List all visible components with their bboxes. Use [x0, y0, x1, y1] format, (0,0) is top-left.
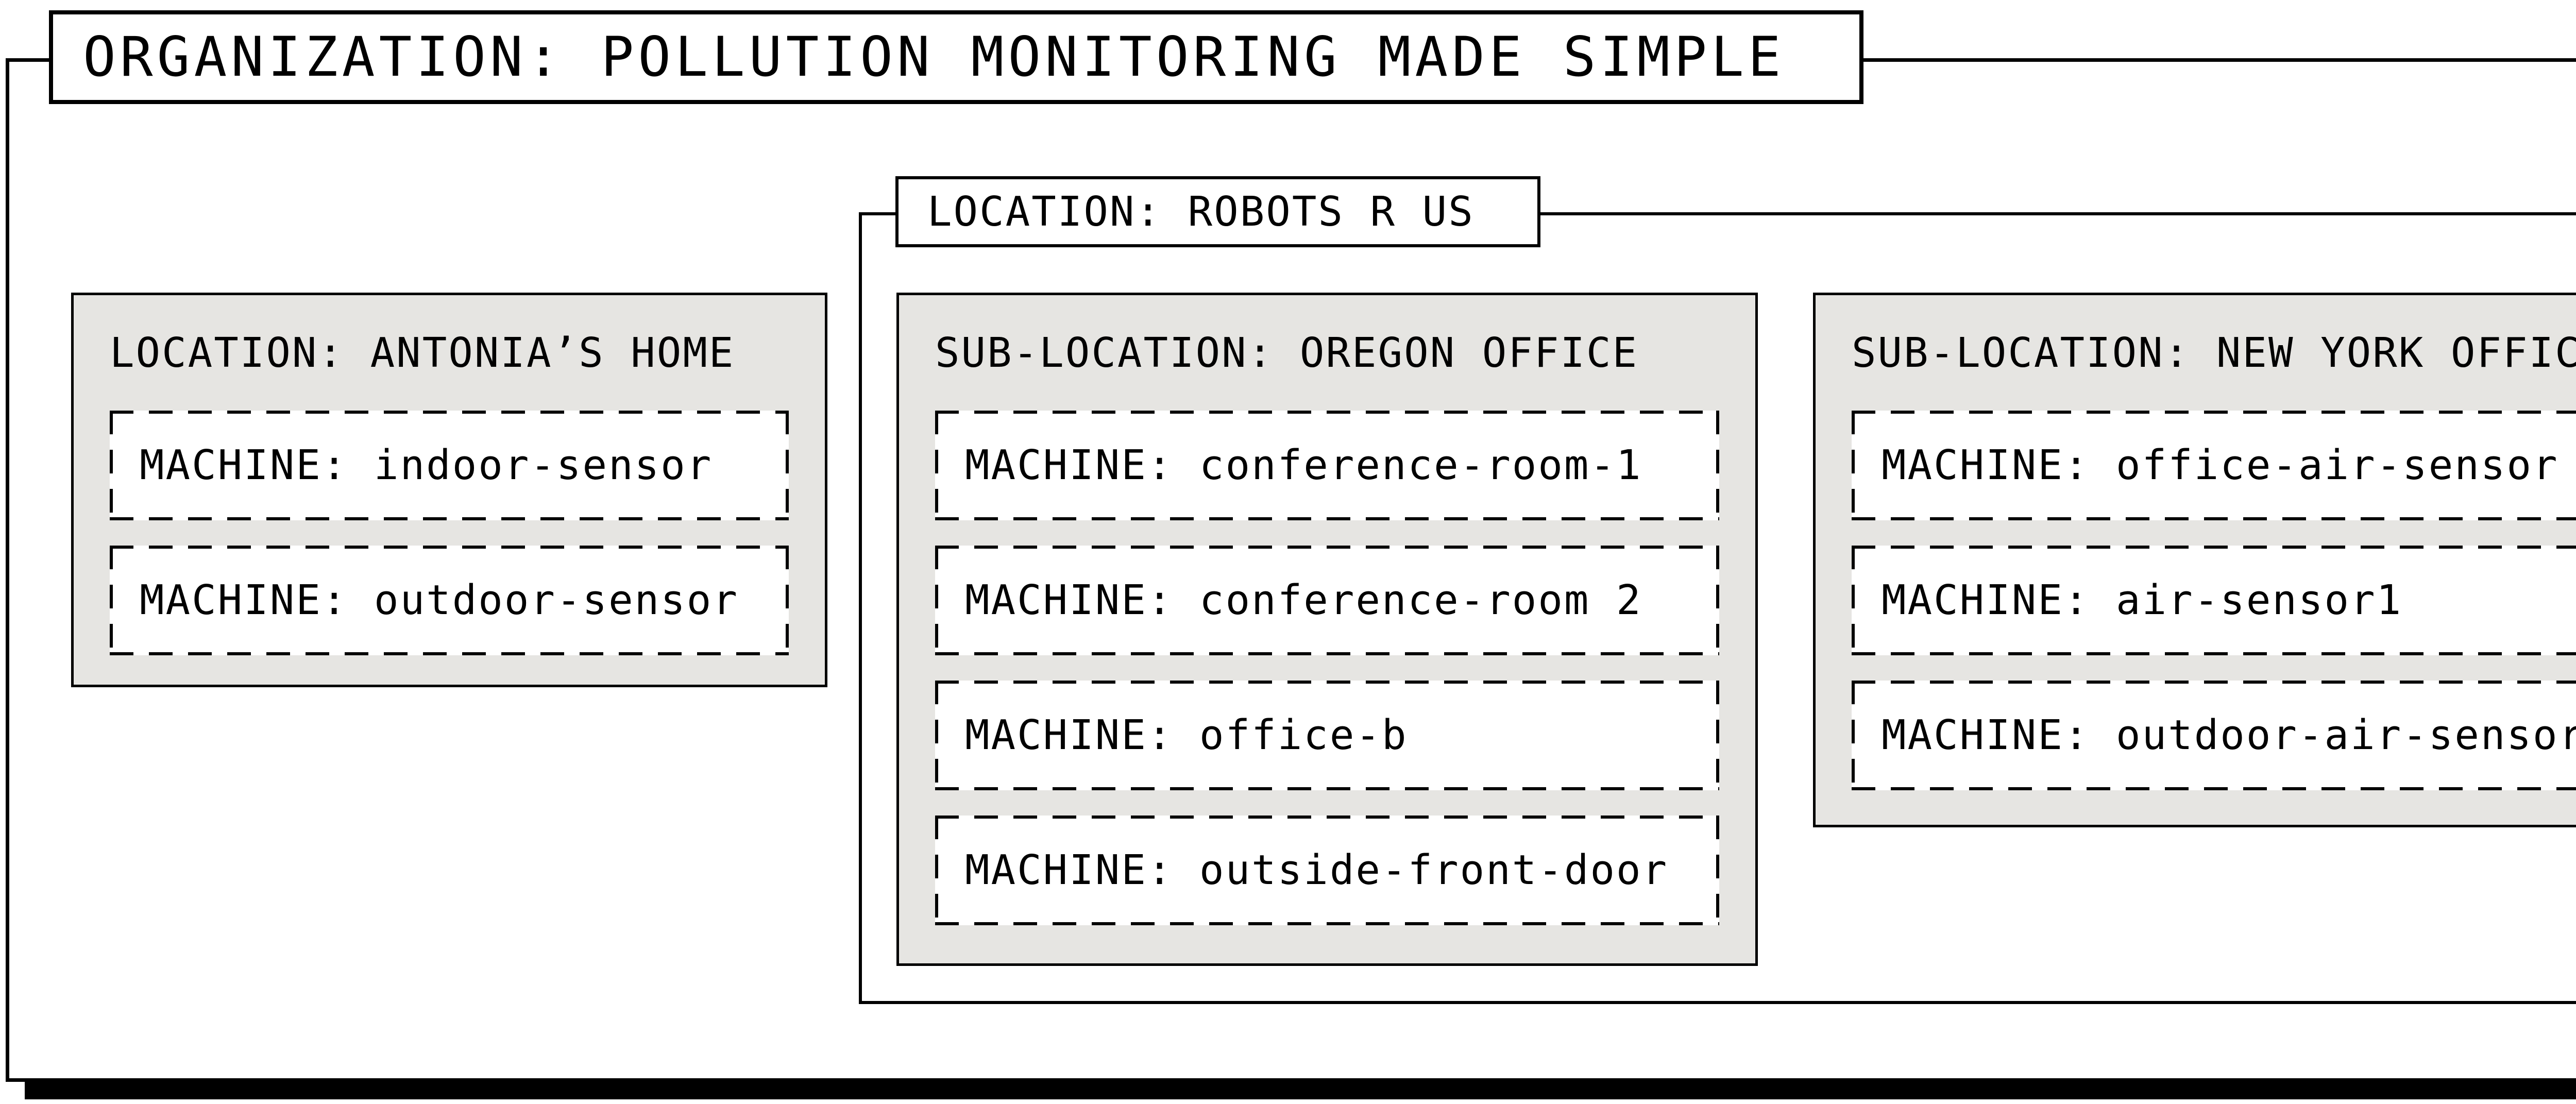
machine-label: MACHINE: air-sensor1 — [1882, 576, 2403, 624]
machine-label: MACHINE: indoor-sensor — [140, 441, 713, 489]
machine-row: MACHINE: conference-room-1 — [935, 411, 1719, 520]
machine-list-new-york-office: MACHINE: office-air-sensor MACHINE: air-… — [1852, 411, 2576, 790]
machine-label: MACHINE: conference-room 2 — [965, 576, 1642, 624]
location-label-robots-r-us: LOCATION: ROBOTS R US — [927, 188, 1475, 235]
machine-row: MACHINE: outside-front-door — [935, 816, 1719, 925]
machine-list-antonias-home: MACHINE: indoor-sensor MACHINE: outdoor-… — [110, 411, 789, 655]
machine-row: MACHINE: air-sensor1 — [1852, 546, 2576, 655]
organization-title-box: ORGANIZATION: POLLUTION MONITORING MADE … — [49, 10, 1863, 104]
machine-row: MACHINE: office-b — [935, 681, 1719, 790]
machine-label: MACHINE: outside-front-door — [965, 846, 1669, 894]
location-box-antonias-home: LOCATION: ANTONIA’S HOME MACHINE: indoor… — [71, 293, 827, 687]
machine-label: MACHINE: office-b — [965, 711, 1408, 759]
machine-label: MACHINE: outdoor-sensor — [140, 576, 739, 624]
machine-label: MACHINE: conference-room-1 — [965, 441, 1642, 489]
sub-location-label-new-york-office: SUB-LOCATION: NEW YORK OFFICE — [1852, 329, 2576, 377]
sub-location-box-oregon-office: SUB-LOCATION: OREGON OFFICE MACHINE: con… — [896, 293, 1758, 966]
machine-list-oregon-office: MACHINE: conference-room-1 MACHINE: conf… — [935, 411, 1719, 925]
sub-location-box-new-york-office: SUB-LOCATION: NEW YORK OFFICE MACHINE: o… — [1813, 293, 2576, 827]
machine-label: MACHINE: office-air-sensor — [1882, 441, 2559, 489]
machine-row: MACHINE: indoor-sensor — [110, 411, 789, 520]
machine-row: MACHINE: outdoor-air-sensor — [1852, 681, 2576, 790]
machine-row: MACHINE: conference-room 2 — [935, 546, 1719, 655]
machine-row: MACHINE: outdoor-sensor — [110, 546, 789, 655]
machine-label: MACHINE: outdoor-air-sensor — [1882, 711, 2576, 759]
sub-location-label-oregon-office: SUB-LOCATION: OREGON OFFICE — [935, 329, 1639, 377]
location-label-antonias-home: LOCATION: ANTONIA’S HOME — [110, 329, 735, 377]
location-label-box-robots-r-us: LOCATION: ROBOTS R US — [895, 176, 1540, 247]
machine-row: MACHINE: office-air-sensor — [1852, 411, 2576, 520]
organization-title: ORGANIZATION: POLLUTION MONITORING MADE … — [83, 25, 1785, 89]
